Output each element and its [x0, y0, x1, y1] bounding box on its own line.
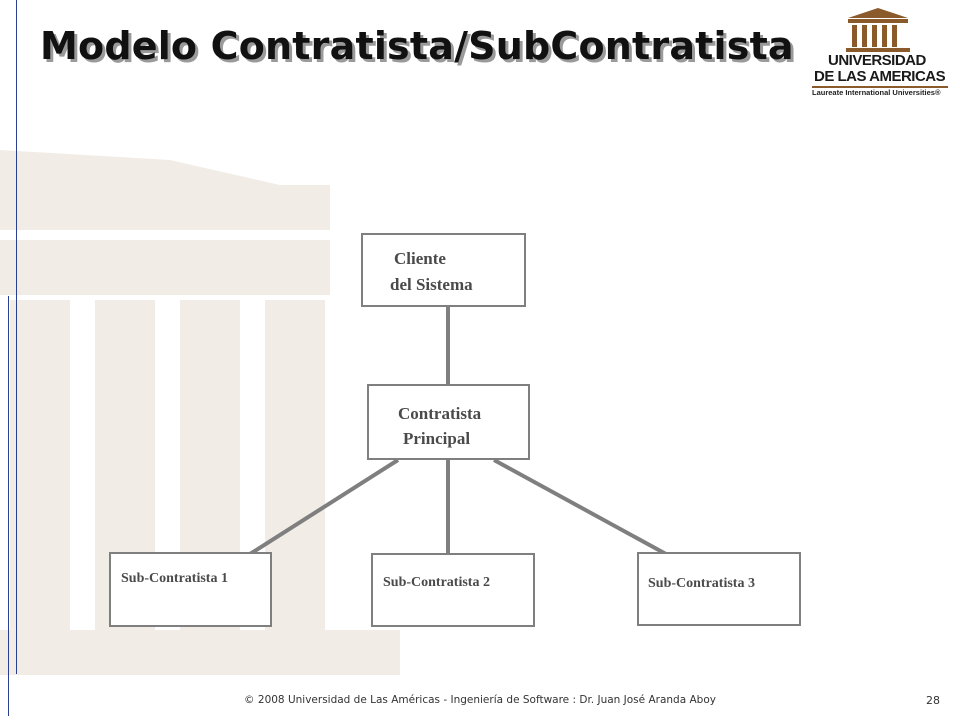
subcontractor-label-2: Sub-Contratista 2: [383, 575, 490, 590]
logo-line1: UNIVERSIDAD: [828, 52, 926, 69]
contractor-box: Contratista Principal: [367, 384, 530, 460]
logo-line3: Laureate International Universities®: [812, 88, 941, 97]
connector-contractor-sub3: [493, 458, 667, 556]
client-label-line2: del Sistema: [390, 275, 473, 294]
contractor-label-line2: Principal: [403, 429, 471, 448]
left-accent-line-short: [8, 296, 9, 716]
connector-contractor-sub1: [248, 458, 400, 556]
subcontractor-box-2: Sub-Contratista 2: [371, 553, 535, 627]
subcontractor-box-1: Sub-Contratista 1: [109, 552, 272, 627]
logo-line2: DE LAS AMERICAS: [814, 68, 946, 85]
temple-logo-icon: [846, 8, 910, 52]
client-box: Cliente del Sistema: [361, 233, 526, 307]
university-logo: UNIVERSIDAD DE LAS AMERICAS Laureate Int…: [810, 6, 950, 98]
left-accent-line: [16, 0, 17, 674]
slide-footer: © 2008 Universidad de Las Américas - Ing…: [244, 694, 716, 706]
slide-title: Modelo Contratista/SubContratista: [40, 24, 794, 68]
subcontractor-label-1: Sub-Contratista 1: [121, 571, 228, 586]
client-label-line1: Cliente: [394, 249, 446, 268]
contractor-label-line1: Contratista: [398, 404, 482, 423]
subcontractor-box-3: Sub-Contratista 3: [637, 552, 801, 626]
logo-divider: [812, 86, 948, 88]
page-number: 28: [926, 694, 940, 707]
subcontractor-label-3: Sub-Contratista 3: [648, 576, 755, 591]
